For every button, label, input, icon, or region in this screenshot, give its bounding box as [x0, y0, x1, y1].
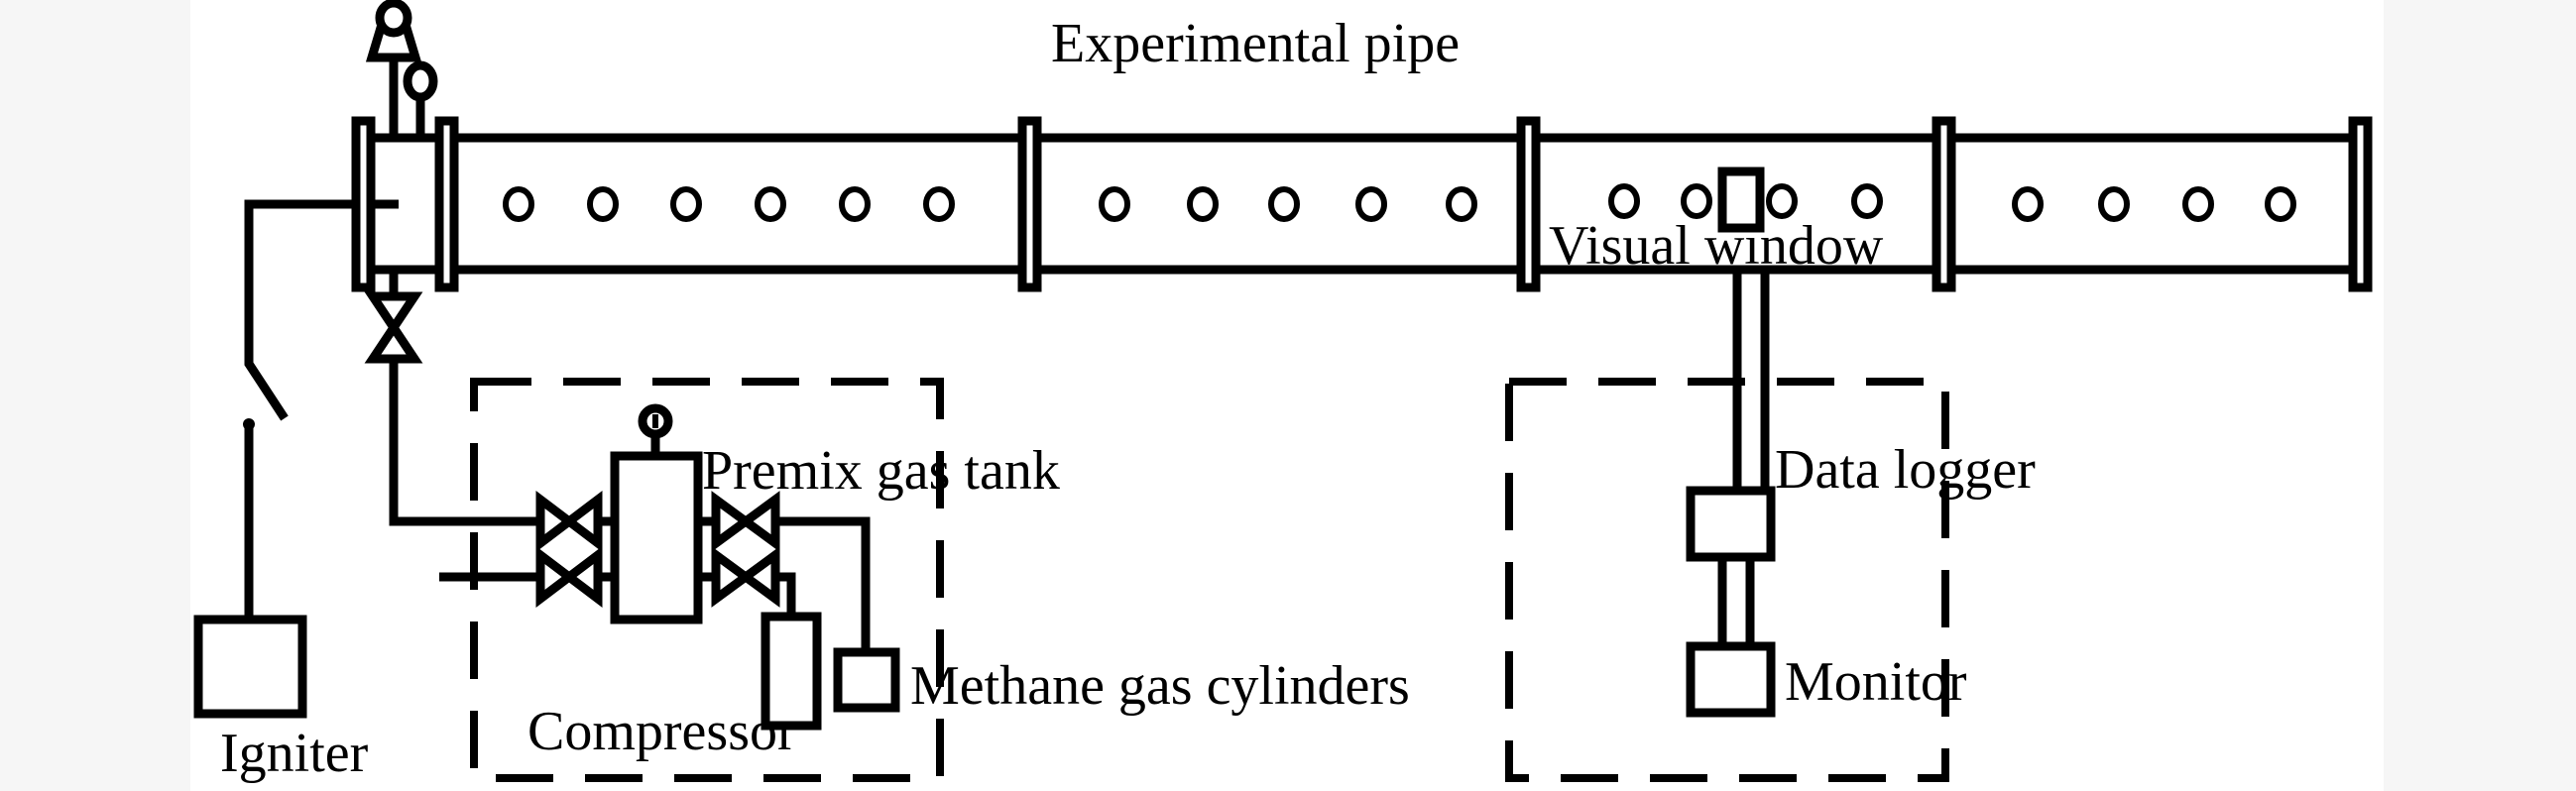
premix-gas-tank: Premix gas tank — [610, 403, 1060, 624]
label-igniter: Igniter — [220, 723, 369, 784]
experimental-pipe — [375, 133, 2355, 275]
pressure-relief-assembly — [365, 0, 438, 138]
sensor-port-section-4-4 — [2265, 186, 2296, 222]
sensor-port-section-1-5 — [839, 186, 871, 222]
igniter-box — [193, 615, 307, 719]
sensor-port-section-3-1 — [1608, 183, 1640, 219]
sensor-ports — [503, 183, 2296, 222]
label-monitor: Monitor — [1785, 651, 1967, 713]
sensor-port-section-3-2 — [1681, 183, 1712, 219]
label-compressor: Compressor — [527, 701, 796, 762]
sensor-port-section-1-2 — [587, 186, 619, 222]
sensor-port-section-3-3 — [1766, 183, 1798, 219]
gas-inlet-line — [364, 270, 537, 526]
valve-lower-left-icon — [535, 545, 603, 609]
sensor-port-section-4-1 — [2012, 186, 2044, 222]
valve-upper-left-icon — [535, 490, 603, 553]
flange-4 — [1932, 116, 1956, 292]
label-methane-gas-cylinders: Methane gas cylinders — [910, 655, 1410, 717]
data-logger-box — [1686, 486, 1776, 562]
sensor-port-section-1-4 — [755, 186, 786, 222]
inlet-pipe — [389, 359, 537, 526]
flange-0 — [351, 116, 376, 292]
flange-1 — [434, 116, 459, 292]
compressor-line — [775, 572, 796, 617]
sensor-port-section-1-6 — [923, 186, 955, 222]
inlet-valve-icon — [364, 291, 423, 364]
valve-lower-right-icon — [711, 546, 780, 608]
sensor-port-section-2-3 — [1268, 186, 1300, 222]
right-valves — [698, 491, 871, 652]
relief-gauge-icon — [375, 0, 412, 38]
methane-cylinder-box — [833, 647, 900, 713]
sensor-port-section-2-1 — [1099, 186, 1130, 222]
acquisition-group-border — [1505, 378, 1949, 782]
sensor-port-section-2-4 — [1355, 186, 1387, 222]
sensor-port-section-1-3 — [670, 186, 702, 222]
sensor-port-section-2-2 — [1187, 186, 1219, 222]
sensor-port-section-4-2 — [2098, 186, 2130, 222]
label-experimental-pipe: Experimental pipe — [1051, 13, 1460, 74]
visual-window — [1717, 167, 1765, 233]
igniter-wire-upper — [244, 199, 356, 421]
sensor-port-section-1-1 — [503, 186, 534, 222]
left-margin — [0, 0, 190, 791]
left-valves — [439, 490, 615, 609]
pressure-gauge-icon — [403, 60, 438, 102]
flange-5 — [2348, 116, 2373, 292]
sensor-port-section-4-3 — [2182, 186, 2214, 222]
igniter-circuit: Igniter — [193, 199, 369, 784]
tank-body — [610, 451, 703, 624]
sensor-port-section-3-4 — [1851, 183, 1883, 219]
label-visual-window: Visual window — [1549, 215, 1884, 277]
flange-2 — [1017, 116, 1042, 292]
flange-3 — [1516, 116, 1541, 292]
monitor-box — [1686, 641, 1776, 718]
sensor-port-section-2-5 — [1446, 186, 1477, 222]
valve-upper-right-icon — [711, 491, 780, 552]
compressor-box — [761, 612, 822, 731]
right-margin — [2384, 0, 2576, 791]
label-premix-gas-tank: Premix gas tank — [702, 440, 1060, 502]
methane-line — [775, 516, 871, 652]
label-data-logger: Data logger — [1775, 439, 2036, 501]
